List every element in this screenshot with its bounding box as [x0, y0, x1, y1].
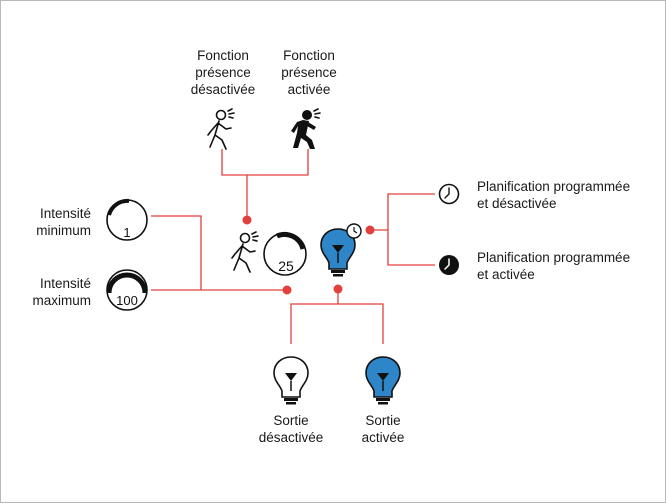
output-on-label: Sortie activée — [347, 412, 419, 446]
output-off-label-line: Sortie — [273, 413, 309, 428]
presence-off-label-line: Fonction — [197, 48, 249, 63]
walking-person-filled-icon — [291, 108, 321, 149]
clock-outline-icon — [438, 183, 460, 205]
intensity-wire — [151, 215, 202, 291]
output-on-label-line: Sortie — [365, 413, 401, 428]
light-bulb-on-icon — [365, 356, 401, 405]
output-junction-dot — [333, 284, 343, 294]
presence-on-label-line: présence — [281, 65, 337, 80]
presence-off-label: Fonction présence désactivée — [181, 47, 265, 98]
svg-text:100: 100 — [116, 293, 138, 308]
intensity-max-label-line: maximum — [32, 293, 91, 308]
presence-off-label-line: présence — [195, 65, 251, 80]
dimmer-current-dial-icon: 25 — [263, 231, 307, 276]
schedule-on-label-line: Planification programmée — [477, 250, 631, 265]
output-on-label-line: activée — [361, 430, 405, 445]
schedule-off-label-line: et désactivée — [477, 196, 557, 211]
schedule-off-label: Planification programmée et désactivée — [477, 178, 630, 212]
output-wire — [290, 303, 384, 344]
intensity-min-label: Intensité minimum — [11, 205, 91, 239]
intensity-junction-dot — [282, 285, 292, 295]
light-bulb-active-icon — [320, 228, 356, 277]
walking-person-outline-icon — [207, 108, 235, 150]
presence-on-label-line: Fonction — [283, 48, 335, 63]
presence-off-label-line: désactivée — [190, 82, 256, 97]
presence-wire — [221, 149, 309, 176]
intensity-max-label-line: Intensité — [39, 276, 91, 291]
dimmer-max-dial-icon: 100 — [106, 269, 148, 311]
clock-filled-icon — [439, 255, 459, 275]
dimmer-min-dial-icon: 1 — [106, 198, 148, 241]
schedule-wire — [387, 193, 435, 266]
light-bulb-off-icon — [273, 356, 309, 405]
svg-text:1: 1 — [123, 225, 130, 240]
intensity-max-label: Intensité maximum — [11, 275, 91, 309]
intensity-min-label-line: minimum — [36, 223, 91, 238]
output-off-label-line: désactivée — [258, 430, 324, 445]
schedule-on-label-line: et activée — [477, 267, 535, 282]
walking-person-current-icon — [231, 231, 259, 273]
presence-on-label: Fonction présence activée — [271, 47, 347, 98]
clock-badge-icon — [346, 223, 362, 239]
schedule-off-label-line: Planification programmée — [477, 179, 631, 194]
svg-text:25: 25 — [278, 258, 294, 274]
schedule-on-label: Planification programmée et activée — [477, 249, 630, 283]
presence-on-label-line: activée — [287, 82, 331, 97]
intensity-min-label-line: Intensité — [39, 206, 91, 221]
output-off-label: Sortie désactivée — [251, 412, 331, 446]
schedule-junction-dot — [365, 225, 375, 235]
presence-junction-dot — [242, 215, 252, 225]
